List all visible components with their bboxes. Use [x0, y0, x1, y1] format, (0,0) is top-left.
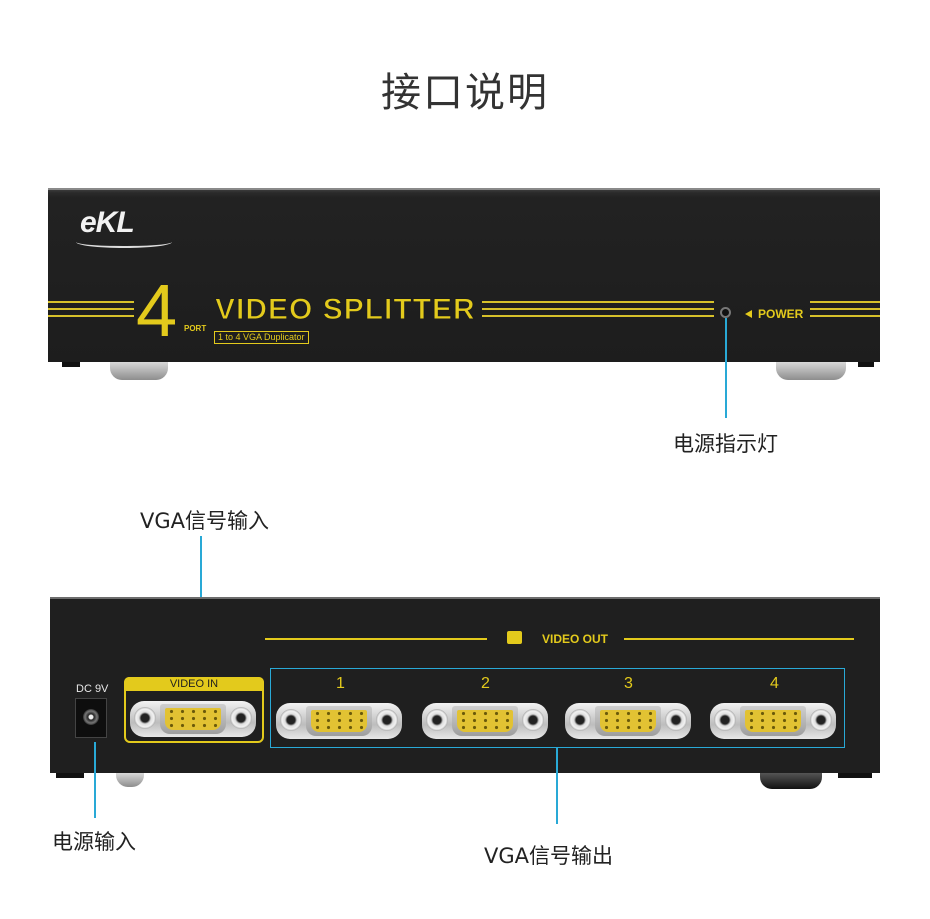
foot: [838, 773, 872, 778]
arrow-left-icon: [745, 310, 752, 318]
port-number: 3: [624, 675, 633, 692]
callout-line: [725, 318, 727, 418]
output-highlight-box: [270, 668, 845, 748]
vga-input-port[interactable]: [130, 699, 256, 739]
decor-stripe: [48, 308, 134, 310]
power-led: [720, 307, 731, 318]
decor-line: [624, 638, 854, 640]
splitter-front-panel: eKL 4 PORT VIDEO SPLITTER 1 to 4 VGA Dup…: [48, 188, 880, 362]
callout-vga-output: VGA信号输出: [484, 844, 614, 868]
port-number: 1: [336, 675, 345, 692]
decor-stripe: [810, 301, 880, 303]
dc-jack[interactable]: [75, 698, 107, 738]
video-out-label: VIDEO OUT: [542, 632, 609, 646]
video-in-header: [124, 677, 264, 691]
product-subtitle: 1 to 4 VGA Duplicator: [214, 331, 309, 344]
page-title: 接口说明: [381, 70, 549, 116]
port-word: PORT: [184, 324, 207, 333]
foot: [858, 362, 874, 367]
product-name: VIDEO SPLITTER: [215, 293, 476, 327]
port-number: 4: [770, 675, 779, 692]
port-number: 2: [481, 675, 490, 692]
video-in-label: VIDEO IN: [169, 678, 219, 690]
decor-stripe: [810, 308, 880, 310]
port-count: 4: [136, 269, 178, 352]
foot: [776, 362, 846, 380]
vga-output-port-4[interactable]: [710, 701, 836, 741]
power-label: POWER: [758, 307, 804, 321]
video-out-indicator: [507, 631, 522, 644]
callout-line: [556, 748, 558, 824]
splitter-back-panel: VIDEO OUT DC 9V VIDEO IN 1 2 3 4: [50, 597, 880, 773]
decor-stripe: [482, 315, 714, 317]
vga-output-port-2[interactable]: [422, 701, 548, 741]
decor-stripe: [810, 315, 880, 317]
foot: [62, 362, 80, 367]
dc-label: DC 9V: [76, 683, 109, 695]
ekl-logo: eKL: [76, 206, 172, 248]
callout-vga-input: VGA信号输入: [140, 509, 270, 533]
decor-stripe: [48, 301, 134, 303]
foot: [760, 773, 822, 789]
callout-line: [94, 742, 96, 818]
callout-power-indicator: 电源指示灯: [673, 432, 778, 456]
decor-line: [265, 638, 487, 640]
callout-power-input: 电源输入: [52, 830, 136, 854]
decor-stripe: [48, 315, 134, 317]
foot: [56, 773, 84, 778]
foot: [110, 362, 168, 380]
decor-stripe: [482, 301, 714, 303]
vga-output-port-1[interactable]: [276, 701, 402, 741]
decor-stripe: [482, 308, 714, 310]
foot: [116, 773, 144, 787]
vga-output-port-3[interactable]: [565, 701, 691, 741]
